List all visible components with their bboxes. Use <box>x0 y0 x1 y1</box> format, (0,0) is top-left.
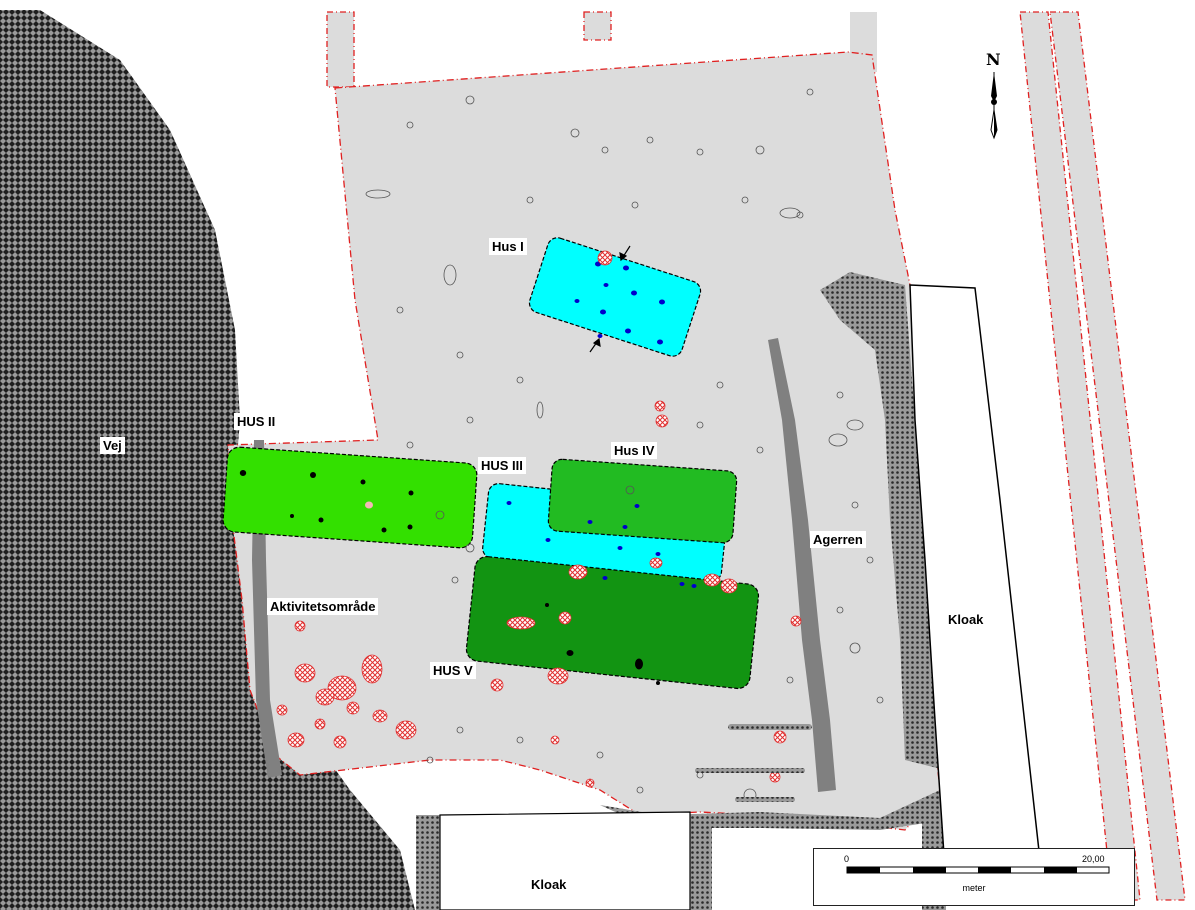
stone-rows <box>695 724 812 802</box>
gravel-edge-right <box>820 272 945 770</box>
strip-top-2 <box>583 11 612 41</box>
scale-end: 20,00 <box>1082 854 1105 864</box>
arrow-marks <box>589 245 631 353</box>
postholes-house-3-4 <box>506 501 697 588</box>
postholes-house-2 <box>239 470 414 533</box>
pit-house-2 <box>365 501 373 509</box>
house-2 <box>222 446 478 549</box>
scale-start: 0 <box>844 854 850 864</box>
label-kloak-bottom: Kloak <box>531 877 567 892</box>
trench-agerren <box>768 338 836 792</box>
road-area <box>0 10 415 910</box>
scale-unit: meter <box>962 883 986 893</box>
label-aktivitetsomraade: Aktivitetsområde <box>267 598 379 615</box>
kloak-outline-bottom <box>439 811 691 910</box>
label-hus-5: HUS V <box>430 662 476 679</box>
label-hus-2: HUS II <box>234 413 279 430</box>
label-agerren: Agerren <box>810 531 866 548</box>
hatched-pits <box>276 250 802 788</box>
label-hus-4: Hus IV <box>611 442 658 459</box>
label-hus-1: Hus I <box>489 238 527 255</box>
house-4 <box>547 458 738 544</box>
north-letter: N <box>986 50 1001 69</box>
scale-bar-graphic <box>846 866 1110 874</box>
label-kloak-right: Kloak <box>948 612 984 627</box>
strip-bottom-2 <box>688 826 712 910</box>
north-arrow-icon <box>990 72 998 140</box>
strip-bottom-1 <box>416 815 440 910</box>
north-arrow: N <box>982 50 1006 140</box>
label-hus-3: HUS III <box>478 457 526 474</box>
scale-bar: 0 20,00 meter <box>813 848 1135 906</box>
strip-right-1 <box>1019 11 1141 901</box>
postholes-house-1 <box>574 261 665 345</box>
postholes-house-5 <box>545 603 660 685</box>
house-5 <box>465 556 760 690</box>
label-vej: Vej <box>100 437 125 454</box>
feature-outlines <box>365 88 884 802</box>
strip-right-2 <box>1049 11 1186 901</box>
strip-top-1 <box>326 11 355 88</box>
house-1 <box>528 237 702 357</box>
